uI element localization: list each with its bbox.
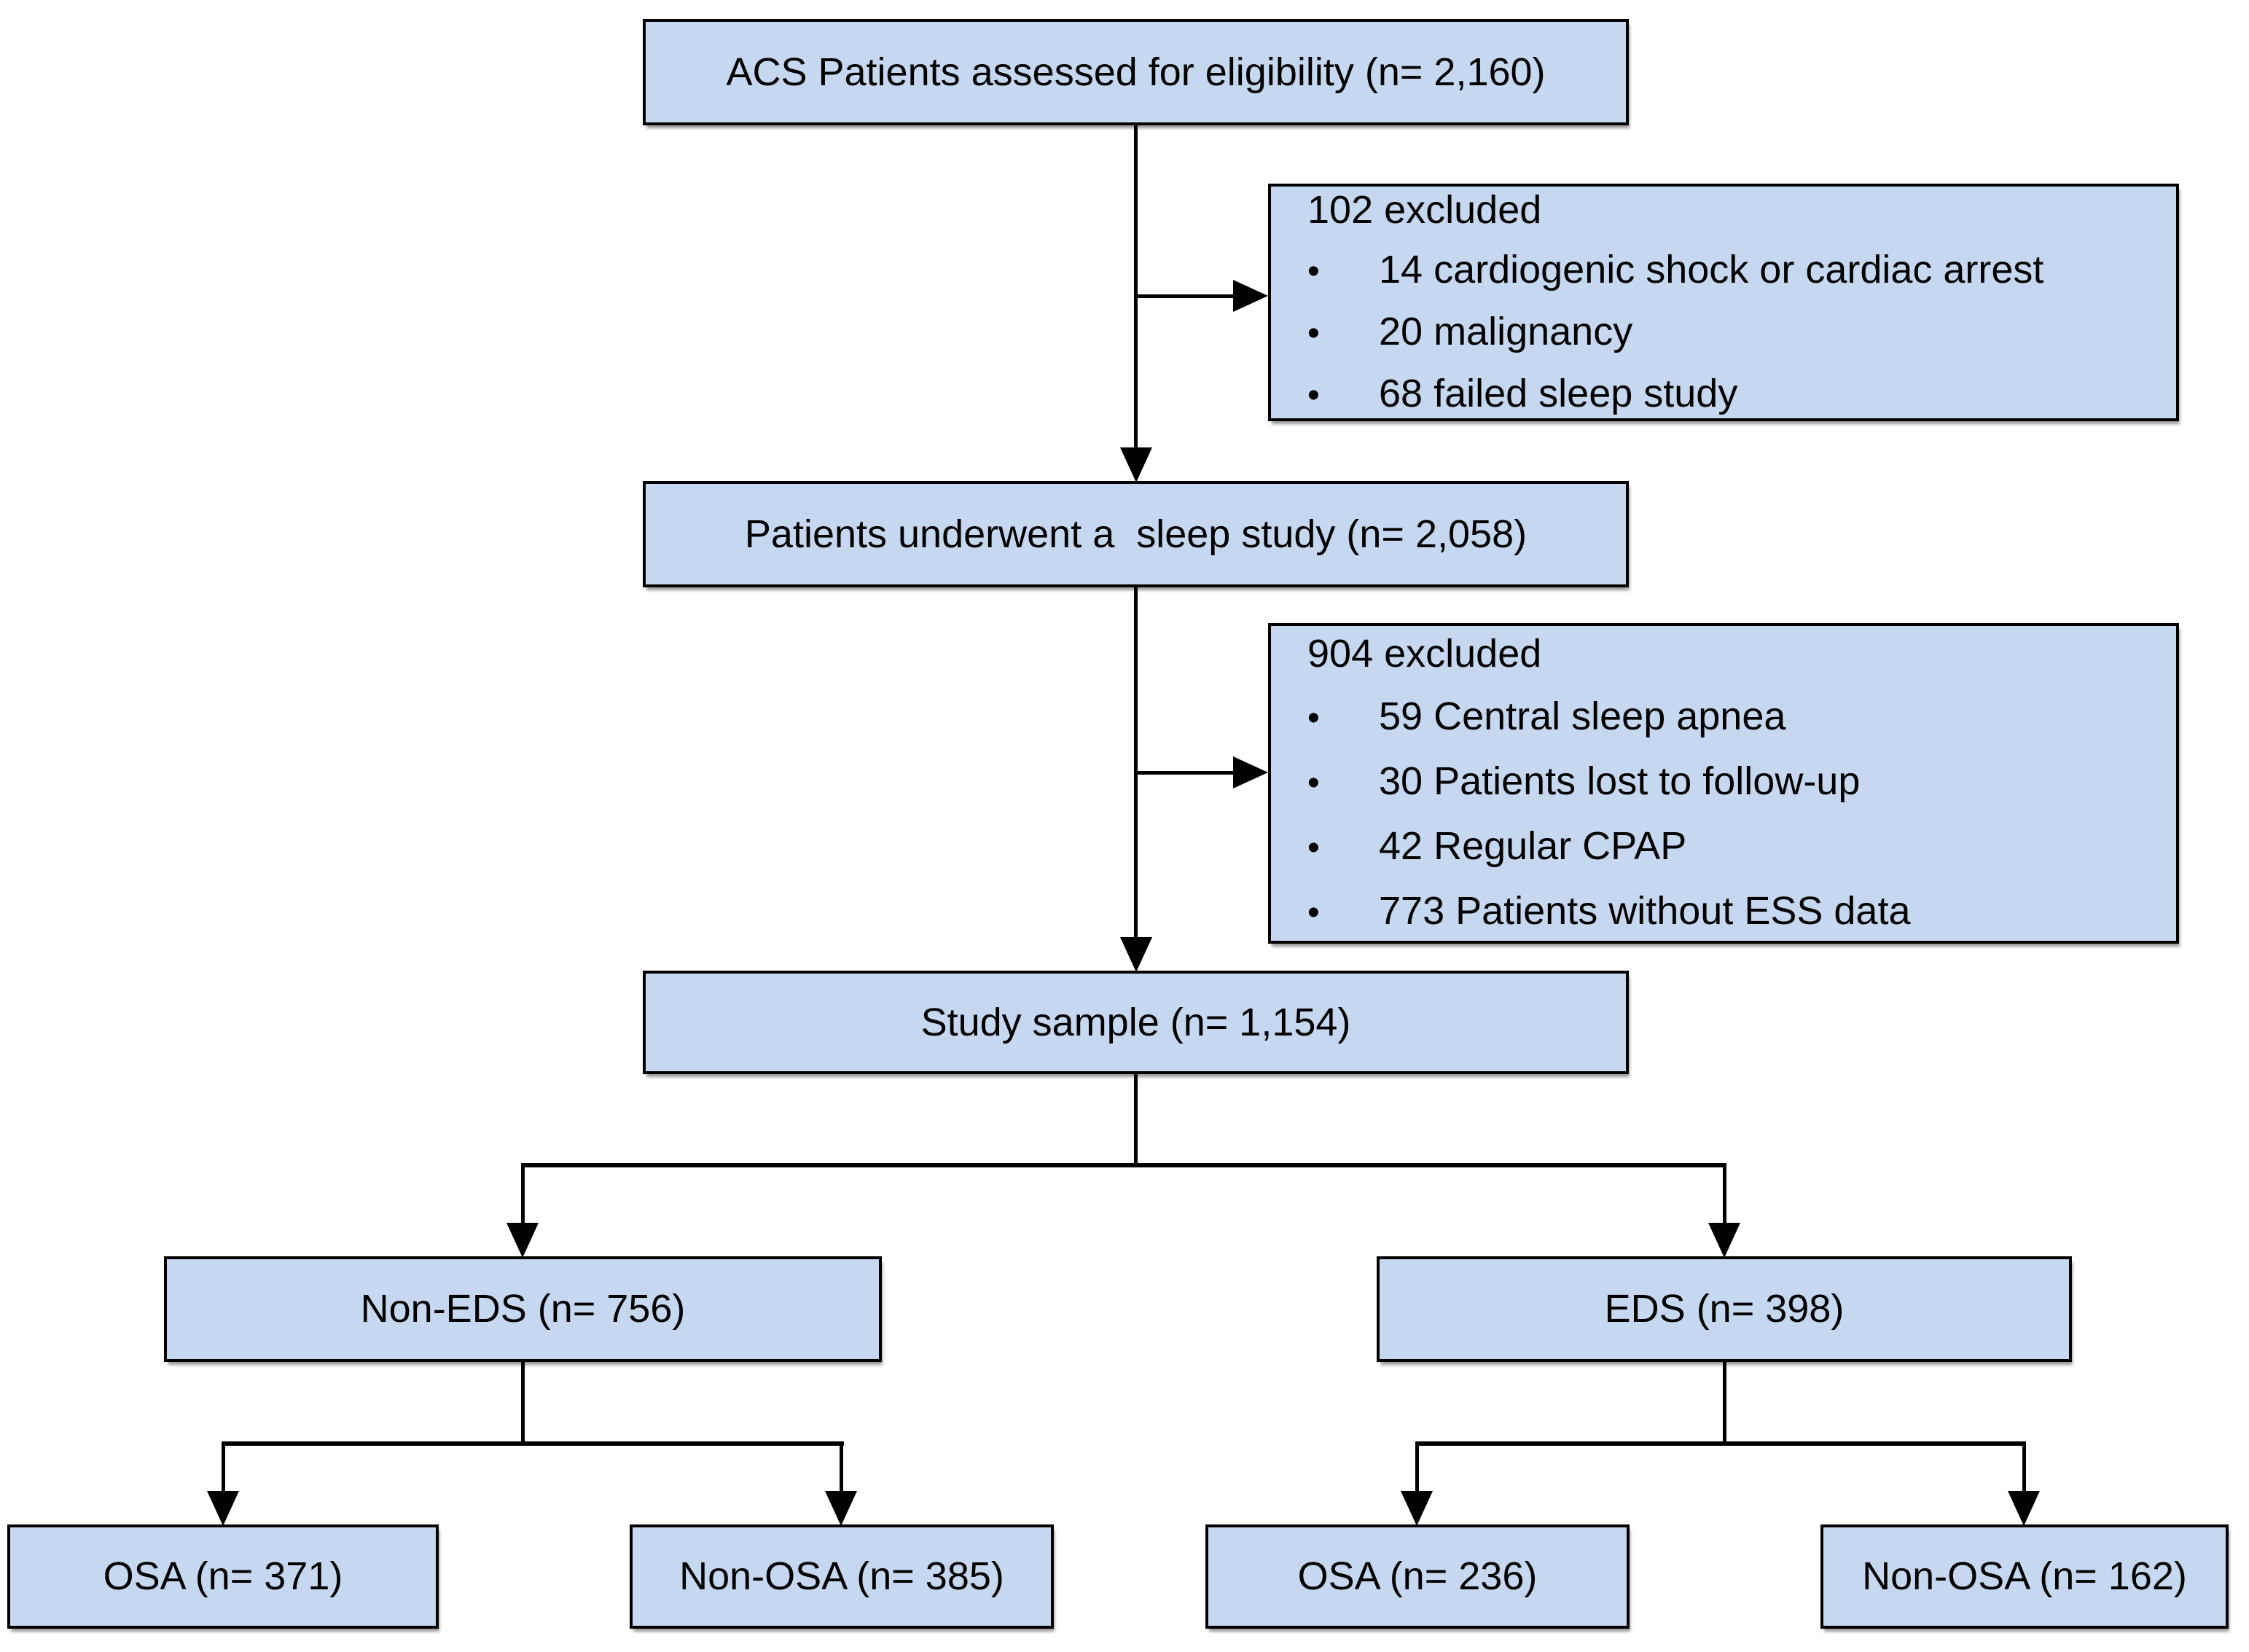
connector-line [2022, 1441, 2026, 1491]
list-item: • 30 Patients lost to follow-up [1307, 750, 2162, 815]
connector-line [1135, 771, 1237, 775]
box-eds-label: EDS (n= 398) [1604, 1287, 1845, 1331]
arrow-right-icon [1233, 280, 1268, 312]
connector-line [521, 1362, 525, 1445]
box-study-sample: Study sample (n= 1,154) [643, 971, 1629, 1074]
box-eds-osa: OSA (n= 236) [1205, 1524, 1630, 1629]
box-non-eds-osa-label: OSA (n= 371) [103, 1554, 343, 1599]
list-item: • 773 Patients without ESS data [1307, 880, 2162, 944]
box-excluded-904: 904 excluded • 59 Central sleep apnea • … [1268, 623, 2179, 944]
connector-line [222, 1441, 844, 1446]
box-sleep-study: Patients underwent a sleep study (n= 2,0… [643, 481, 1629, 587]
bullet-icon: • [1307, 251, 1320, 291]
box-acs-eligibility: ACS Patients assessed for eligibility (n… [643, 19, 1629, 125]
box-eds-osa-label: OSA (n= 236) [1297, 1554, 1538, 1599]
arrow-right-icon [1233, 756, 1268, 788]
arrow-down-icon [506, 1223, 539, 1258]
connector-line [840, 1441, 843, 1491]
arrow-down-icon [207, 1491, 239, 1526]
connector-line [1134, 1074, 1138, 1166]
bullet-icon: • [1307, 375, 1320, 415]
connector-line [1723, 1163, 1726, 1224]
bullet-icon: • [1307, 893, 1320, 932]
box-sleep-study-label: Patients underwent a sleep study (n= 2,0… [744, 512, 1528, 556]
connector-line [1415, 1441, 2026, 1446]
connector-line [521, 1163, 1726, 1167]
box-study-sample-label: Study sample (n= 1,154) [920, 1000, 1351, 1044]
connector-line [1135, 294, 1237, 298]
arrow-down-icon [825, 1491, 857, 1526]
list-item: • 68 failed sleep study [1307, 364, 2162, 426]
connector-line [1723, 1362, 1726, 1445]
arrow-down-icon [1708, 1223, 1740, 1258]
bullet-icon: • [1307, 829, 1320, 867]
connector-line [521, 1163, 525, 1224]
list-item-text: 14 cardiogenic shock or cardiac arrest [1379, 247, 2044, 291]
list-item-text: 773 Patients without ESS data [1379, 889, 1911, 933]
connector-line [222, 1441, 225, 1491]
list-item-text: 68 failed sleep study [1379, 371, 1738, 415]
list-item-text: 30 Patients lost to follow-up [1379, 759, 1861, 803]
exclusion-title: 904 excluded [1307, 632, 1542, 676]
connector-line [1415, 1441, 1419, 1491]
connector-line [1134, 587, 1138, 939]
box-non-eds-non-osa-label: Non-OSA (n= 385) [679, 1554, 1004, 1599]
exclusion-title: 102 excluded [1307, 187, 1542, 232]
list-item: • 42 Regular CPAP [1307, 815, 2162, 880]
bullet-icon: • [1307, 764, 1320, 802]
arrow-down-icon [1401, 1491, 1433, 1526]
arrow-down-icon [1120, 937, 1152, 972]
box-non-eds: Non-EDS (n= 756) [164, 1256, 882, 1362]
box-non-eds-non-osa: Non-OSA (n= 385) [630, 1524, 1054, 1629]
list-item: • 59 Central sleep apnea [1307, 685, 2162, 750]
list-item-text: 20 malignancy [1379, 309, 1633, 353]
bullet-icon: • [1307, 313, 1320, 353]
arrow-down-icon [2008, 1491, 2040, 1526]
bullet-icon: • [1307, 699, 1320, 737]
arrow-down-icon [1120, 447, 1152, 482]
list-item-text: 42 Regular CPAP [1379, 824, 1687, 868]
box-eds: EDS (n= 398) [1377, 1256, 2072, 1362]
connector-line [1134, 125, 1138, 449]
box-eds-non-osa: Non-OSA (n= 162) [1820, 1524, 2229, 1629]
list-item-text: 59 Central sleep apnea [1379, 694, 1786, 738]
box-excluded-102: 102 excluded • 14 cardiogenic shock or c… [1268, 184, 2179, 421]
box-non-eds-osa: OSA (n= 371) [7, 1524, 439, 1629]
box-acs-eligibility-label: ACS Patients assessed for eligibility (n… [726, 50, 1546, 94]
list-item: • 14 cardiogenic shock or cardiac arrest [1307, 240, 2162, 302]
box-non-eds-label: Non-EDS (n= 756) [360, 1287, 686, 1331]
list-item: • 20 malignancy [1307, 302, 2162, 364]
box-eds-non-osa-label: Non-OSA (n= 162) [1862, 1554, 2187, 1599]
